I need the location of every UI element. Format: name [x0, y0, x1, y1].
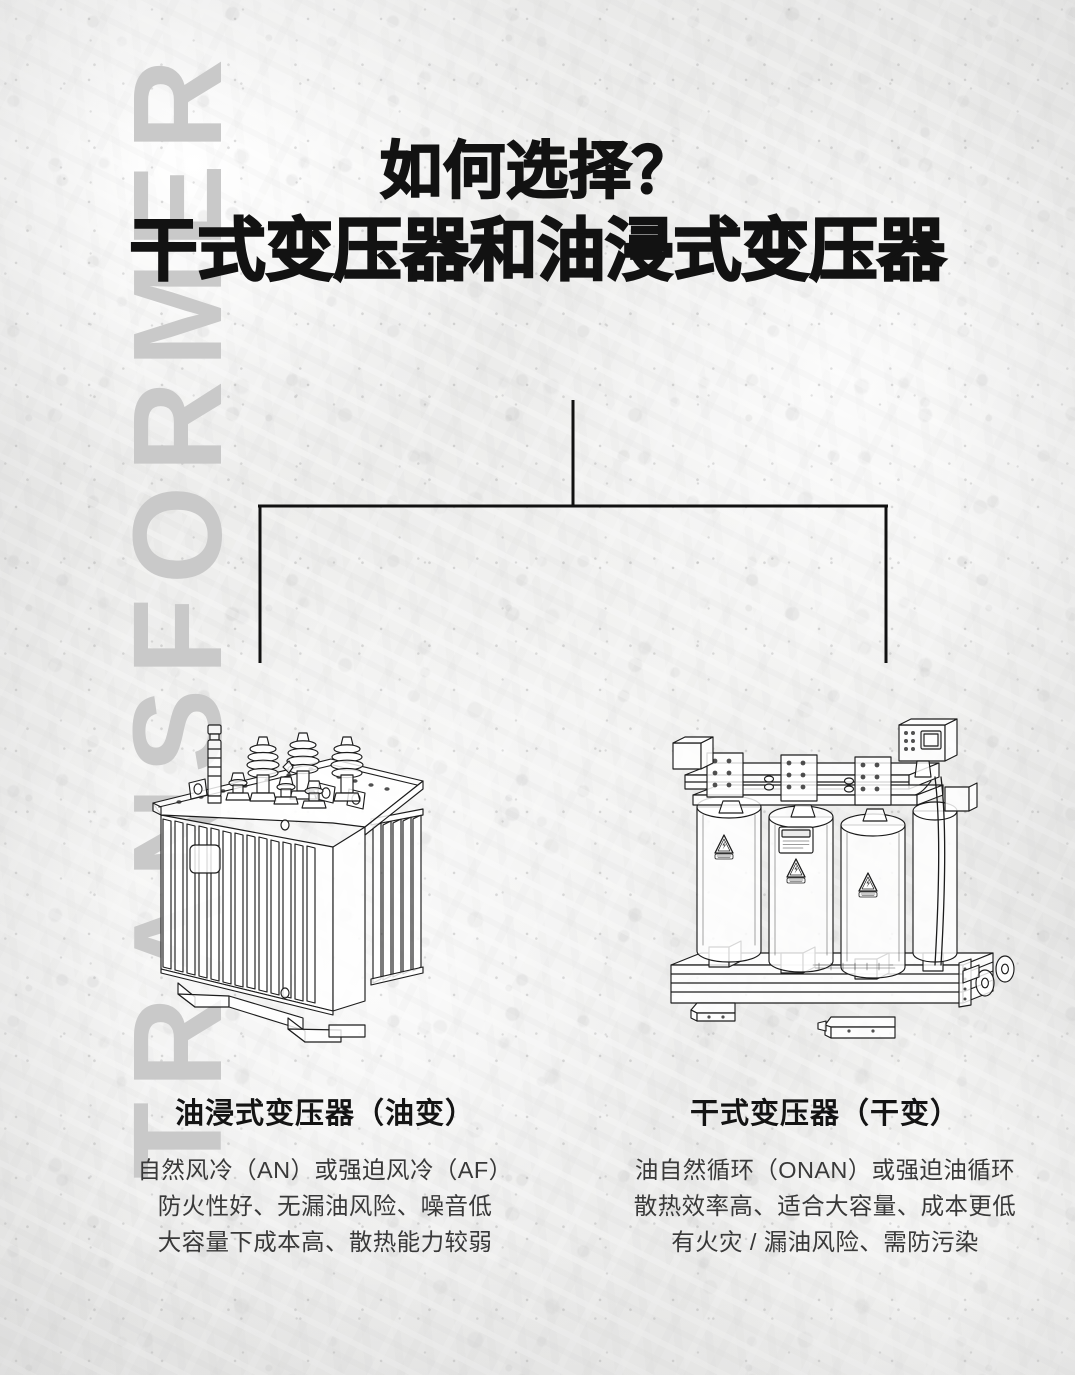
caption-line: 散热效率高、适合大容量、成本更低: [633, 1192, 1017, 1219]
page-title-line-1: 如何选择？: [379, 137, 695, 206]
page-title: 如何选择？ 干式变压器和油浸式变压器: [0, 137, 1075, 290]
caption-body-dry-type: 油自然循环（ONAN）或强迫油循环 散热效率高、适合大容量、成本更低 有火灾 /…: [590, 1153, 1060, 1260]
dry-type-transformer-illustration: [670, 718, 1015, 1039]
page-title-line-2: 干式变压器和油浸式变压器: [128, 213, 946, 290]
caption-line: 自然风冷（AN）或强迫风冷（AF）: [137, 1157, 513, 1184]
oil-immersed-transformer-illustration: [152, 724, 424, 1043]
caption-line: 油自然循环（ONAN）或强迫油循环: [634, 1157, 1016, 1184]
caption-oil-immersed: 油浸式变压器（油变） 自然风冷（AN）或强迫风冷（AF） 防火性好、无漏油风险、…: [60, 1096, 590, 1260]
caption-title-oil-immersed: 油浸式变压器（油变）: [174, 1098, 475, 1130]
caption-dry-type: 干式变压器（干变） 油自然循环（ONAN）或强迫油循环 散热效率高、适合大容量、…: [590, 1096, 1060, 1260]
caption-title-dry-type: 干式变压器（干变）: [689, 1098, 960, 1130]
caption-body-oil-immersed: 自然风冷（AN）或强迫风冷（AF） 防火性好、无漏油风险、噪音低 大容量下成本高…: [60, 1153, 590, 1260]
caption-line: 有火灾 / 漏油风险、需防污染: [671, 1228, 979, 1255]
caption-line: 大容量下成本高、散热能力较弱: [157, 1228, 493, 1255]
branch-oil-immersed: [118, 715, 548, 1065]
branch-dry-type: [648, 715, 1048, 1065]
caption-line: 防火性好、无漏油风险、噪音低: [157, 1192, 493, 1219]
